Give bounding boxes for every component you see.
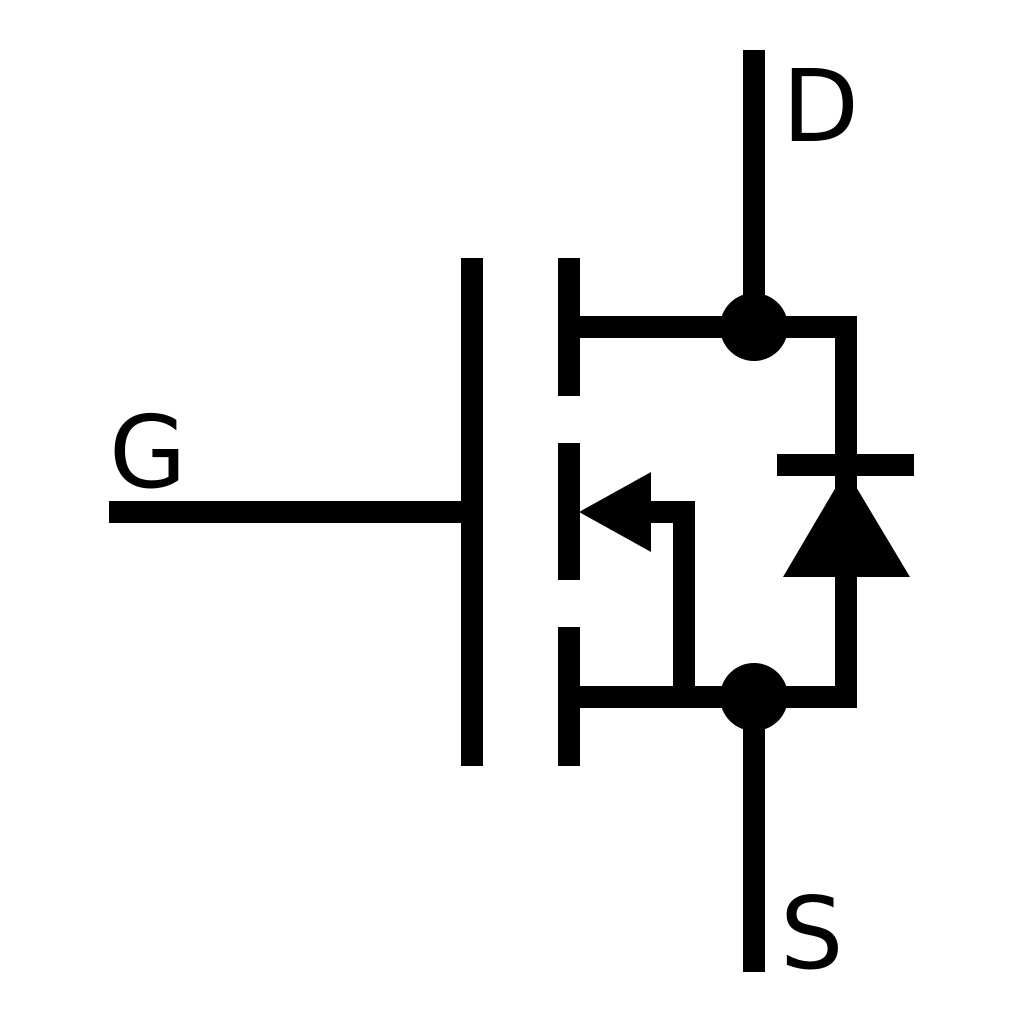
diode-triangle-icon [783,470,910,577]
source-junction-dot [720,663,788,731]
body-wire [640,501,695,697]
source-label: S [780,875,843,992]
drain-label: D [782,48,859,165]
gate-label: G [109,394,187,511]
drain-junction-dot [720,293,788,361]
body-arrow-icon [579,472,651,552]
